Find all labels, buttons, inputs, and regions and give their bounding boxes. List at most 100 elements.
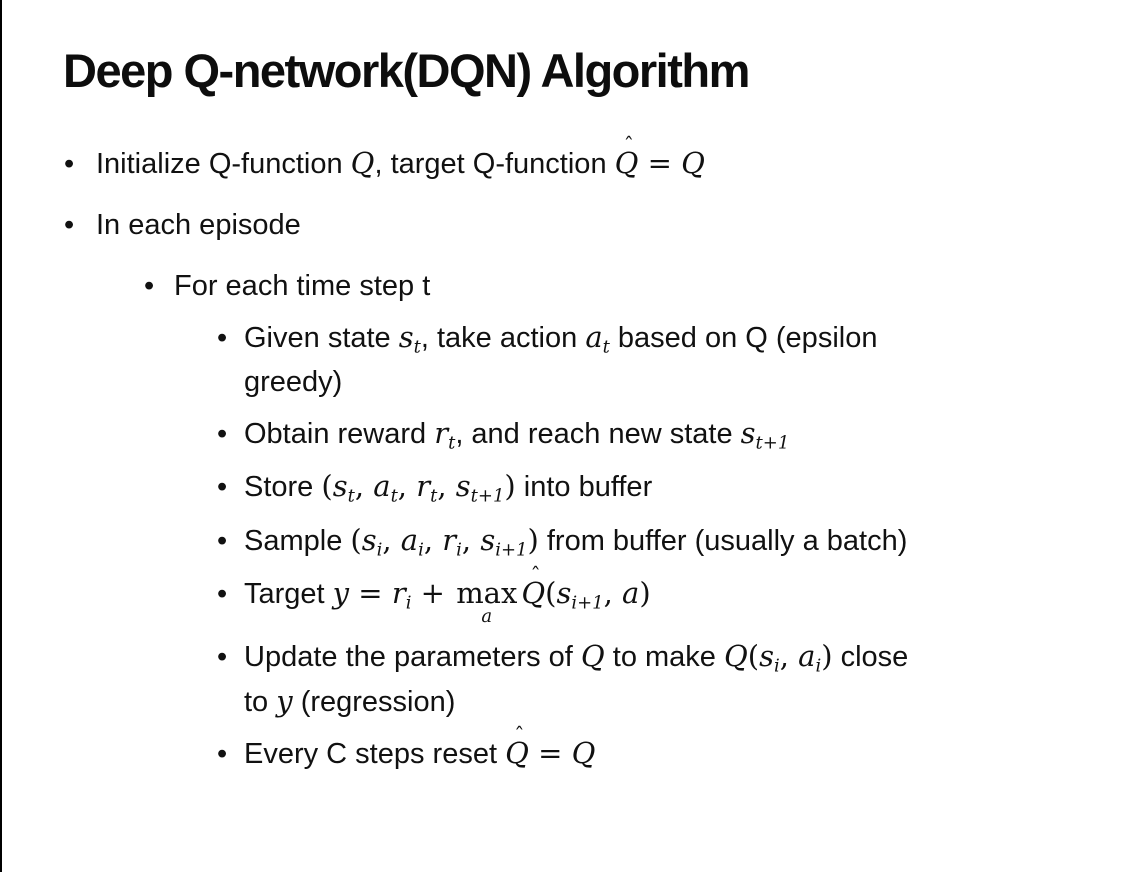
math-var: Q — [681, 146, 705, 181]
math-operator: , — [779, 639, 799, 674]
text-run: Store — [244, 471, 322, 504]
math-var: a — [400, 522, 419, 557]
math-operator: = — [528, 735, 572, 770]
math-operator: , — [423, 522, 443, 557]
max-under-var: a — [481, 606, 493, 628]
text-run: Target — [244, 578, 333, 611]
math-subscript: i — [405, 592, 412, 614]
math-var: a — [798, 639, 816, 674]
text-run: In each episode — [96, 209, 301, 242]
hat-accent-icon: ˆ — [514, 722, 525, 747]
bullet-text: Update the parameters of Q to make Q(si,… — [244, 635, 1088, 723]
math-subscript: t+1 — [755, 432, 790, 454]
bullet-item: •In each episode — [2, 204, 1088, 246]
bullet-marker: • — [217, 578, 228, 611]
text-run: to — [244, 685, 277, 718]
math-var: r — [416, 469, 431, 504]
text-run: Sample — [244, 524, 351, 557]
math-var: s — [332, 469, 348, 504]
math-operator: , — [603, 576, 623, 611]
math-operator: , — [382, 522, 401, 557]
math-operator: , — [437, 469, 456, 504]
math-subscript: i — [376, 538, 383, 560]
math-var: s — [556, 576, 572, 611]
bullet-item: • Obtain reward rt, and reach new state s… — [2, 412, 1088, 456]
bullet-text: For each time step t — [174, 265, 1088, 307]
bullet-marker: • — [217, 641, 228, 674]
math-operator: ) — [639, 576, 651, 611]
bullet-text: Store (st, at, rt, st+1) into buffer — [244, 465, 1088, 509]
bullet-text: Given state st, take action at based on … — [244, 316, 1088, 403]
bullet-item: •Given state st, take action at based on… — [2, 316, 1088, 403]
math-var: Q — [571, 735, 596, 770]
text-run: from buffer (usually a batch) — [538, 524, 908, 557]
text-run: , target Q-function — [374, 148, 615, 181]
math-operator: ( — [350, 522, 362, 557]
math-var: r — [434, 415, 449, 450]
text-run: For each time step t — [174, 270, 431, 303]
math-subscript: i+1 — [571, 592, 604, 614]
math-var: Q — [723, 639, 748, 674]
bullet-text: Sample (si, ai, ri, si+1) from buffer (u… — [244, 519, 1088, 563]
bullet-text: Obtain reward rt, and reach new state st… — [244, 412, 1088, 456]
math-var: Q — [350, 146, 375, 181]
math-var: s — [759, 639, 774, 674]
math-subscript: i+1 — [495, 538, 528, 560]
text-run: , take action — [420, 322, 586, 355]
math-var: r — [391, 576, 406, 611]
bullet-marker: • — [217, 471, 228, 504]
math-var: a — [585, 320, 603, 355]
math-operator: ) — [527, 522, 539, 557]
bullet-marker: • — [217, 524, 228, 557]
math-operator: ) — [821, 639, 833, 674]
bullet-text: Initialize Q-function Q, target Q-functi… — [96, 135, 1088, 185]
bullet-item: • For each time step t — [2, 265, 1088, 307]
text-run: Obtain reward — [244, 417, 435, 450]
math-subscript: i — [456, 538, 462, 560]
math-subscript: t — [347, 485, 355, 507]
math-operator: ( — [321, 469, 333, 504]
math-var: Q — [521, 576, 546, 611]
math-var: s — [361, 522, 377, 557]
math-operator: , — [461, 522, 481, 557]
math-var: s — [740, 415, 756, 450]
math-operator: , — [354, 469, 374, 504]
math-var: Q — [505, 735, 529, 770]
math-var: a — [373, 469, 391, 504]
bullet-marker: • — [64, 148, 75, 181]
math-operator: = — [638, 146, 682, 181]
text-run: , and reach new state — [455, 417, 741, 450]
math-subscript: i — [418, 538, 424, 560]
bullet-item: • Initialize Q-function Q, target Q-funct… — [2, 135, 1088, 185]
math-operator: = — [349, 576, 392, 611]
math-subscript: t+1 — [470, 485, 505, 507]
slide-title: Deep Q-network(DQN) Algorithm — [63, 44, 750, 97]
bullet-item: •Store (st, at, rt, st+1) into buffer — [2, 465, 1088, 509]
math-subscript: t — [448, 432, 456, 454]
text-run: Every C steps reset — [244, 737, 506, 770]
math-var: Q — [580, 639, 605, 674]
bullet-marker: • — [217, 737, 228, 770]
math-var: s — [455, 469, 471, 504]
bullet-marker: • — [144, 270, 155, 303]
math-subscript: i — [773, 655, 780, 677]
text-run: close — [832, 641, 909, 674]
bullet-text: In each episode — [96, 204, 1088, 246]
math-var: s — [480, 522, 496, 557]
math-subscript: t — [602, 336, 610, 358]
math-var: r — [442, 522, 457, 557]
text-run: Given state — [244, 322, 399, 355]
math-var: Q — [614, 146, 639, 181]
bullet-marker: • — [217, 417, 228, 450]
text-run: greedy) — [244, 365, 343, 398]
hat-accent-icon: ˆ — [530, 562, 541, 587]
text-run: (regression) — [292, 685, 456, 718]
